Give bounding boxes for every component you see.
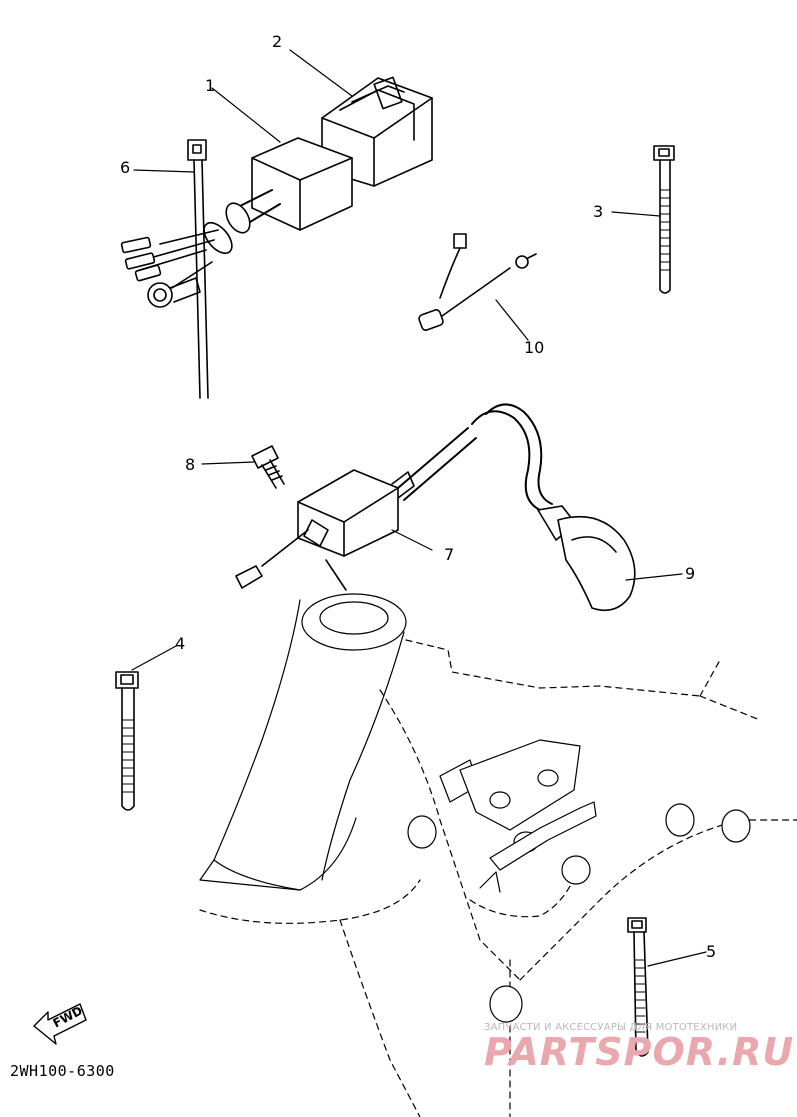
part-1-cdi-unit	[120, 137, 353, 308]
watermark-subtitle: ЗАПЧАСТИ И АКСЕССУАРЫ ДЛЯ МОТОТЕХНИКИ	[484, 1022, 738, 1033]
part-3-cable-tie	[653, 145, 675, 294]
callout-7: 7	[444, 545, 455, 564]
part-9-plug-cap	[471, 403, 636, 612]
leader-lines	[131, 49, 707, 967]
callout-2: 2	[272, 32, 283, 51]
frame-outline	[199, 593, 797, 1117]
part-10-lead-wire	[418, 233, 537, 331]
callout-5: 5	[706, 942, 717, 961]
part-5-cable-tie	[627, 917, 649, 1057]
callout-1: 1	[205, 76, 216, 95]
part-7-ignition-coil	[235, 427, 477, 591]
callout-10: 10	[524, 338, 545, 357]
part-4-cable-tie	[115, 671, 139, 811]
callout-3: 3	[593, 202, 604, 221]
part-8-screw	[251, 445, 285, 489]
callout-6: 6	[120, 158, 131, 177]
fwd-arrow-icon	[33, 1003, 87, 1045]
callout-8: 8	[185, 455, 196, 474]
part-6-cable-tie	[187, 139, 209, 399]
callout-4: 4	[175, 634, 186, 653]
diagram-code: 2WH100-6300	[10, 1062, 115, 1080]
callout-9: 9	[685, 564, 696, 583]
watermark-brand: PARTSPOR.RU	[484, 1030, 795, 1074]
